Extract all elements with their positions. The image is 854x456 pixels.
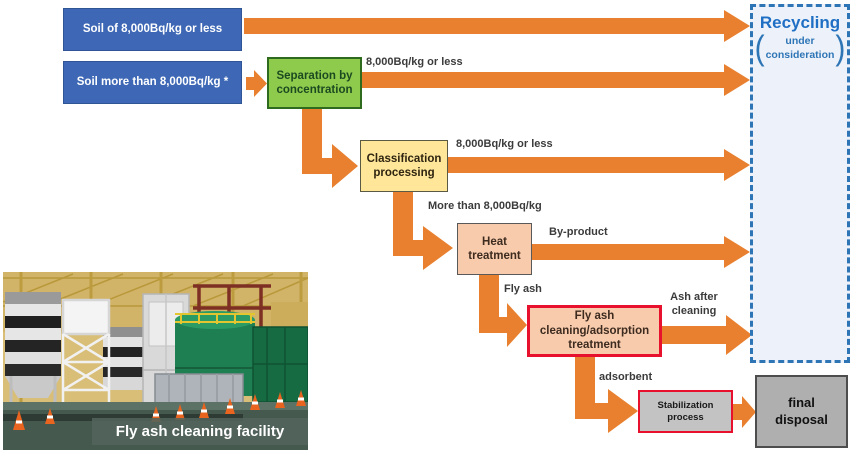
green-rect-tanks	[252, 326, 308, 403]
arrow-stabilization-to-disposal	[733, 396, 756, 428]
label-8000-or-less-1: 8,000Bq/kg or less	[366, 56, 463, 68]
box-stabilization-label: Stabilization process	[657, 399, 714, 423]
paren-open: (	[754, 29, 765, 68]
recycling-subtitle-line2: consideration	[765, 49, 835, 61]
box-separation-label: Separation by concentration	[276, 69, 353, 96]
box-soil-more-8000-label: Soil more than 8,000Bq/kg *	[76, 76, 229, 89]
label-more-than-8000: More than 8,000Bq/kg	[428, 200, 542, 212]
box-final-disposal-label: final disposal	[775, 395, 828, 427]
box-soil-more-8000: Soil more than 8,000Bq/kg *	[63, 61, 242, 104]
label-adsorbent: adsorbent	[599, 371, 653, 383]
arrow-soil-more-to-separation	[246, 70, 267, 97]
box-separation-by-concentration: Separation by concentration	[267, 57, 362, 109]
photo-caption-bar: Fly ash cleaning facility	[92, 418, 308, 445]
arrow-heat-to-flyash-cleaning	[479, 275, 527, 347]
arrow-separation-to-classification	[302, 108, 358, 188]
facility-photo-illustration	[3, 272, 308, 450]
fly-ash-facility-photo: Fly ash cleaning facility	[3, 272, 308, 450]
box-classification-processing: Classification processing	[360, 140, 448, 192]
label-ash-after-cleaning: Ash after cleaning	[670, 291, 718, 317]
recycling-subtitle-line1: under	[785, 35, 815, 48]
box-stabilization-process: Stabilization process	[638, 390, 733, 433]
arrow-flyash-to-recycling	[662, 315, 752, 355]
arrow-heat-to-recycling	[532, 236, 750, 268]
box-heat-treatment: Heat treatment	[457, 223, 532, 275]
paren-close: )	[835, 29, 846, 68]
traffic-cones	[13, 390, 306, 430]
arrow-soil-less-to-recycling	[244, 10, 750, 42]
striped-tank-rear	[103, 327, 143, 390]
label-8000-or-less-2: 8,000Bq/kg or less	[456, 138, 553, 150]
box-recycling-under-consideration: Recycling ( under consideration )	[750, 4, 850, 363]
arrow-classification-to-heat	[393, 192, 453, 270]
box-classification-label: Classification processing	[366, 152, 442, 179]
box-flyash-cleaning-label: Fly ash cleaning/adsorption treatment	[539, 310, 650, 352]
arrow-flyash-to-stabilization	[575, 357, 638, 433]
label-by-product: By-product	[549, 226, 608, 238]
box-flyash-cleaning-adsorption: Fly ash cleaning/adsorption treatment	[527, 305, 662, 357]
box-soil-8000-or-less: Soil of 8,000Bq/kg or less	[63, 8, 242, 51]
arrow-classification-to-recycling	[448, 149, 750, 181]
box-final-disposal: final disposal	[755, 375, 848, 448]
recycling-subtitle: ( under consideration )	[754, 29, 846, 68]
box-soil-8000-or-less-label: Soil of 8,000Bq/kg or less	[82, 23, 223, 36]
arrow-separation-to-recycling	[362, 64, 750, 96]
box-heat-label: Heat treatment	[468, 235, 521, 262]
photo-caption-text: Fly ash cleaning facility	[115, 423, 285, 440]
recycling-title: Recycling	[759, 13, 841, 32]
label-fly-ash: Fly ash	[504, 283, 542, 295]
